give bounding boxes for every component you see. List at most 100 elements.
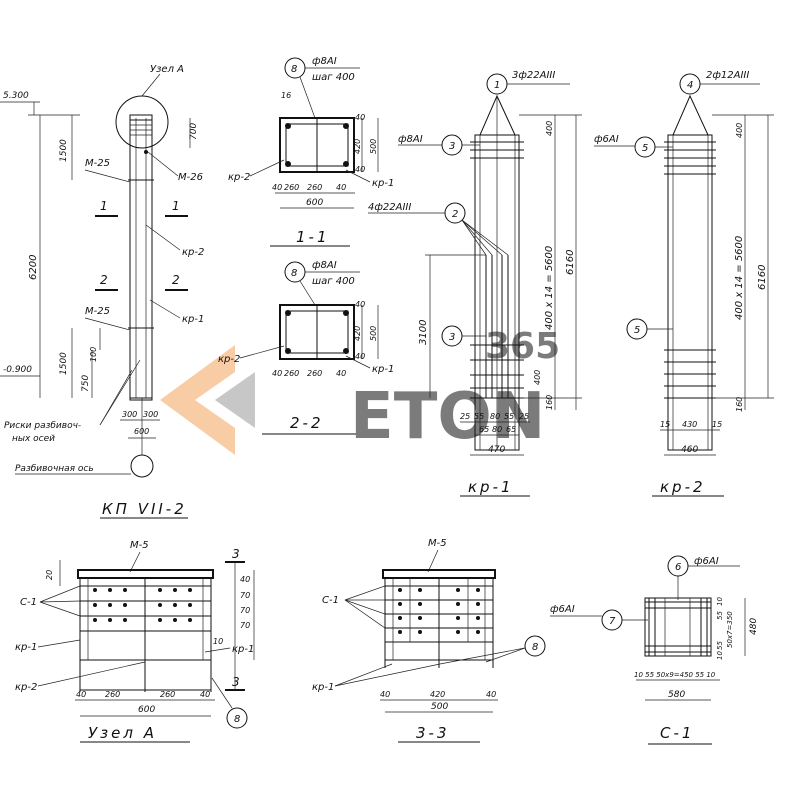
dim-6200: 6200 (28, 255, 39, 280)
sec11-dim-420: 420 (353, 139, 362, 154)
column-title: КП VII-2 (102, 500, 187, 518)
sec33-grid (385, 578, 493, 661)
kr1-callout-1: 1 (494, 80, 500, 91)
uzela-label-kr2: кр-2 (15, 682, 37, 693)
sec11-title: 1-1 (296, 228, 330, 246)
sec33-label-c1: С-1 (322, 595, 339, 606)
c1-callout-7: 7 (609, 616, 616, 627)
kr2-dim-160: 160 (735, 397, 744, 412)
kr1-dim-400-bottom: 400 (533, 370, 542, 385)
c1-dim-s1: 55 (716, 611, 724, 620)
c1-title: С-1 (660, 724, 694, 742)
kr2-top-bar: 2ф12АIII (706, 70, 749, 81)
mark-m26: М-26 (178, 172, 203, 183)
dim-100: 100 (89, 347, 98, 362)
sec11-dim-top: 16 (281, 91, 291, 100)
c1-dim-s3: 55 (716, 641, 724, 650)
sec11-right-label: кр-1 (372, 178, 394, 189)
kr2-dim-400: 400 (735, 123, 744, 138)
watermark-number: 365 (485, 326, 560, 367)
sec22-right-label: кр-1 (372, 364, 394, 375)
uzela-dim-70-b: 70 (240, 606, 250, 615)
axis-label: Разбивочная ось (15, 464, 94, 474)
uzela-label-kr1-right: кр-1 (232, 644, 254, 655)
sec11-dim-b0: 40 (272, 183, 282, 192)
uzela-label-kr1-left: кр-1 (15, 642, 37, 653)
mark-m25-bottom: М-25 (85, 306, 110, 317)
c1-dim-s2: 50x7=350 (726, 611, 734, 648)
uzela-section-3-top: 3 (232, 547, 240, 561)
uzela-dots (93, 588, 192, 622)
sec22-dim-b3: 40 (336, 369, 346, 378)
sec11-dim-40-a: 40 (355, 113, 365, 122)
kr2-dim-5600: 400 x 14 = 5600 (734, 236, 745, 320)
watermark-logo-icon (160, 345, 255, 455)
uzela-width: 600 (138, 705, 155, 715)
c1-bar-top: ф6АI (694, 556, 719, 567)
kr1-long-bar: 4ф22АIII (368, 202, 411, 213)
kr1-long-bars (485, 255, 509, 398)
detail-node-a: М-5 3 3 20 40 70 70 (15, 540, 254, 743)
kr1-dim-5600: 400 x 14 = 5600 (544, 246, 555, 330)
kr2-callout-4: 4 (687, 80, 693, 91)
kr1-stirrups (470, 141, 524, 399)
kr1-dim-b2: 80 (490, 412, 500, 421)
column-cap (130, 124, 152, 136)
sec22-dim-b1: 260 (284, 369, 299, 378)
sec11-dim-b3: 40 (336, 183, 346, 192)
dim-1500-bottom: 1500 (59, 352, 69, 375)
dim-300-right: 300 (143, 410, 158, 419)
section-1-1: 8 ф8АI шаг 400 16 40 420 40 500 кр-2 кр-… (228, 56, 394, 247)
kr1-dim-b3: 55 (504, 412, 514, 421)
kr2-width: 460 (681, 445, 698, 455)
sec33-dim-b0: 40 (380, 690, 390, 699)
kr1-dim-b1: 55 (474, 412, 484, 421)
c1-callout-6: 6 (675, 562, 681, 573)
sec22-left-label: кр-2 (218, 354, 240, 365)
dim-750: 750 (81, 375, 91, 392)
sec22-dim-500: 500 (369, 326, 378, 341)
dim-1500-top: 1500 (59, 139, 69, 162)
uzela-mark: М-5 (130, 540, 149, 551)
sec11-dim-40-b: 40 (355, 165, 365, 174)
c1-bar-left: ф6АI (550, 604, 575, 615)
kr1-dim-160: 160 (545, 395, 554, 410)
sec22-dim-420: 420 (353, 326, 362, 341)
sec33-dim-b2: 40 (486, 690, 496, 699)
kr1-dim-6160: 6160 (565, 250, 576, 275)
kr1-dim-3100: 3100 (418, 320, 429, 345)
c1-width: 580 (668, 690, 685, 700)
sec33-width: 500 (431, 702, 448, 712)
kr1-stirrup: ф8АI (398, 134, 423, 145)
uzela-dim-70-a: 70 (240, 591, 250, 600)
kr2-dim-b0: 15 (660, 420, 670, 429)
cage-kr2: 4 2ф12АIII 5 ф6АI 5 400 (594, 70, 774, 497)
sec11-dim-b2: 260 (307, 183, 322, 192)
kr1-callout-3-bottom: 3 (449, 332, 455, 343)
sec33-callout-8: 8 (532, 642, 538, 653)
mark-kr1: кр-1 (182, 314, 204, 325)
sec11-step: шаг 400 (312, 72, 355, 83)
uzela-top-dim: 20 (45, 570, 54, 580)
sec22-dim-40-a: 40 (355, 300, 365, 309)
kr1-dim-c0: 65 (479, 425, 489, 434)
sec33-dim-b1: 420 (430, 690, 445, 699)
node-a-label: Узел А (150, 64, 184, 75)
kr2-callout-5-bottom: 5 (634, 325, 640, 336)
mesh-c1: 6 ф6АI 7 ф6АI 10 55 50x7=350 55 10 480 (550, 555, 759, 745)
sec22-callout: 8 (291, 268, 297, 279)
sec33-mark: М-5 (428, 538, 447, 549)
sec22-bar: ф8АI (312, 260, 337, 271)
sec11-dim-500: 500 (369, 139, 378, 154)
sec11-width: 600 (306, 198, 323, 208)
elevation-top: 5.300 (3, 91, 29, 101)
sec22-dim-40-b: 40 (355, 352, 365, 361)
watermark-brand: ETON (350, 380, 545, 454)
note-line-2: ных осей (12, 434, 55, 444)
uzela-dim-b2: 260 (160, 690, 175, 699)
sec33-title: 3-3 (416, 724, 450, 742)
dim-300-left: 300 (122, 410, 137, 419)
sec22-title: 2-2 (290, 414, 324, 432)
c1-dims-bottom: 10 55 50x9=450 55 10 (634, 671, 716, 679)
